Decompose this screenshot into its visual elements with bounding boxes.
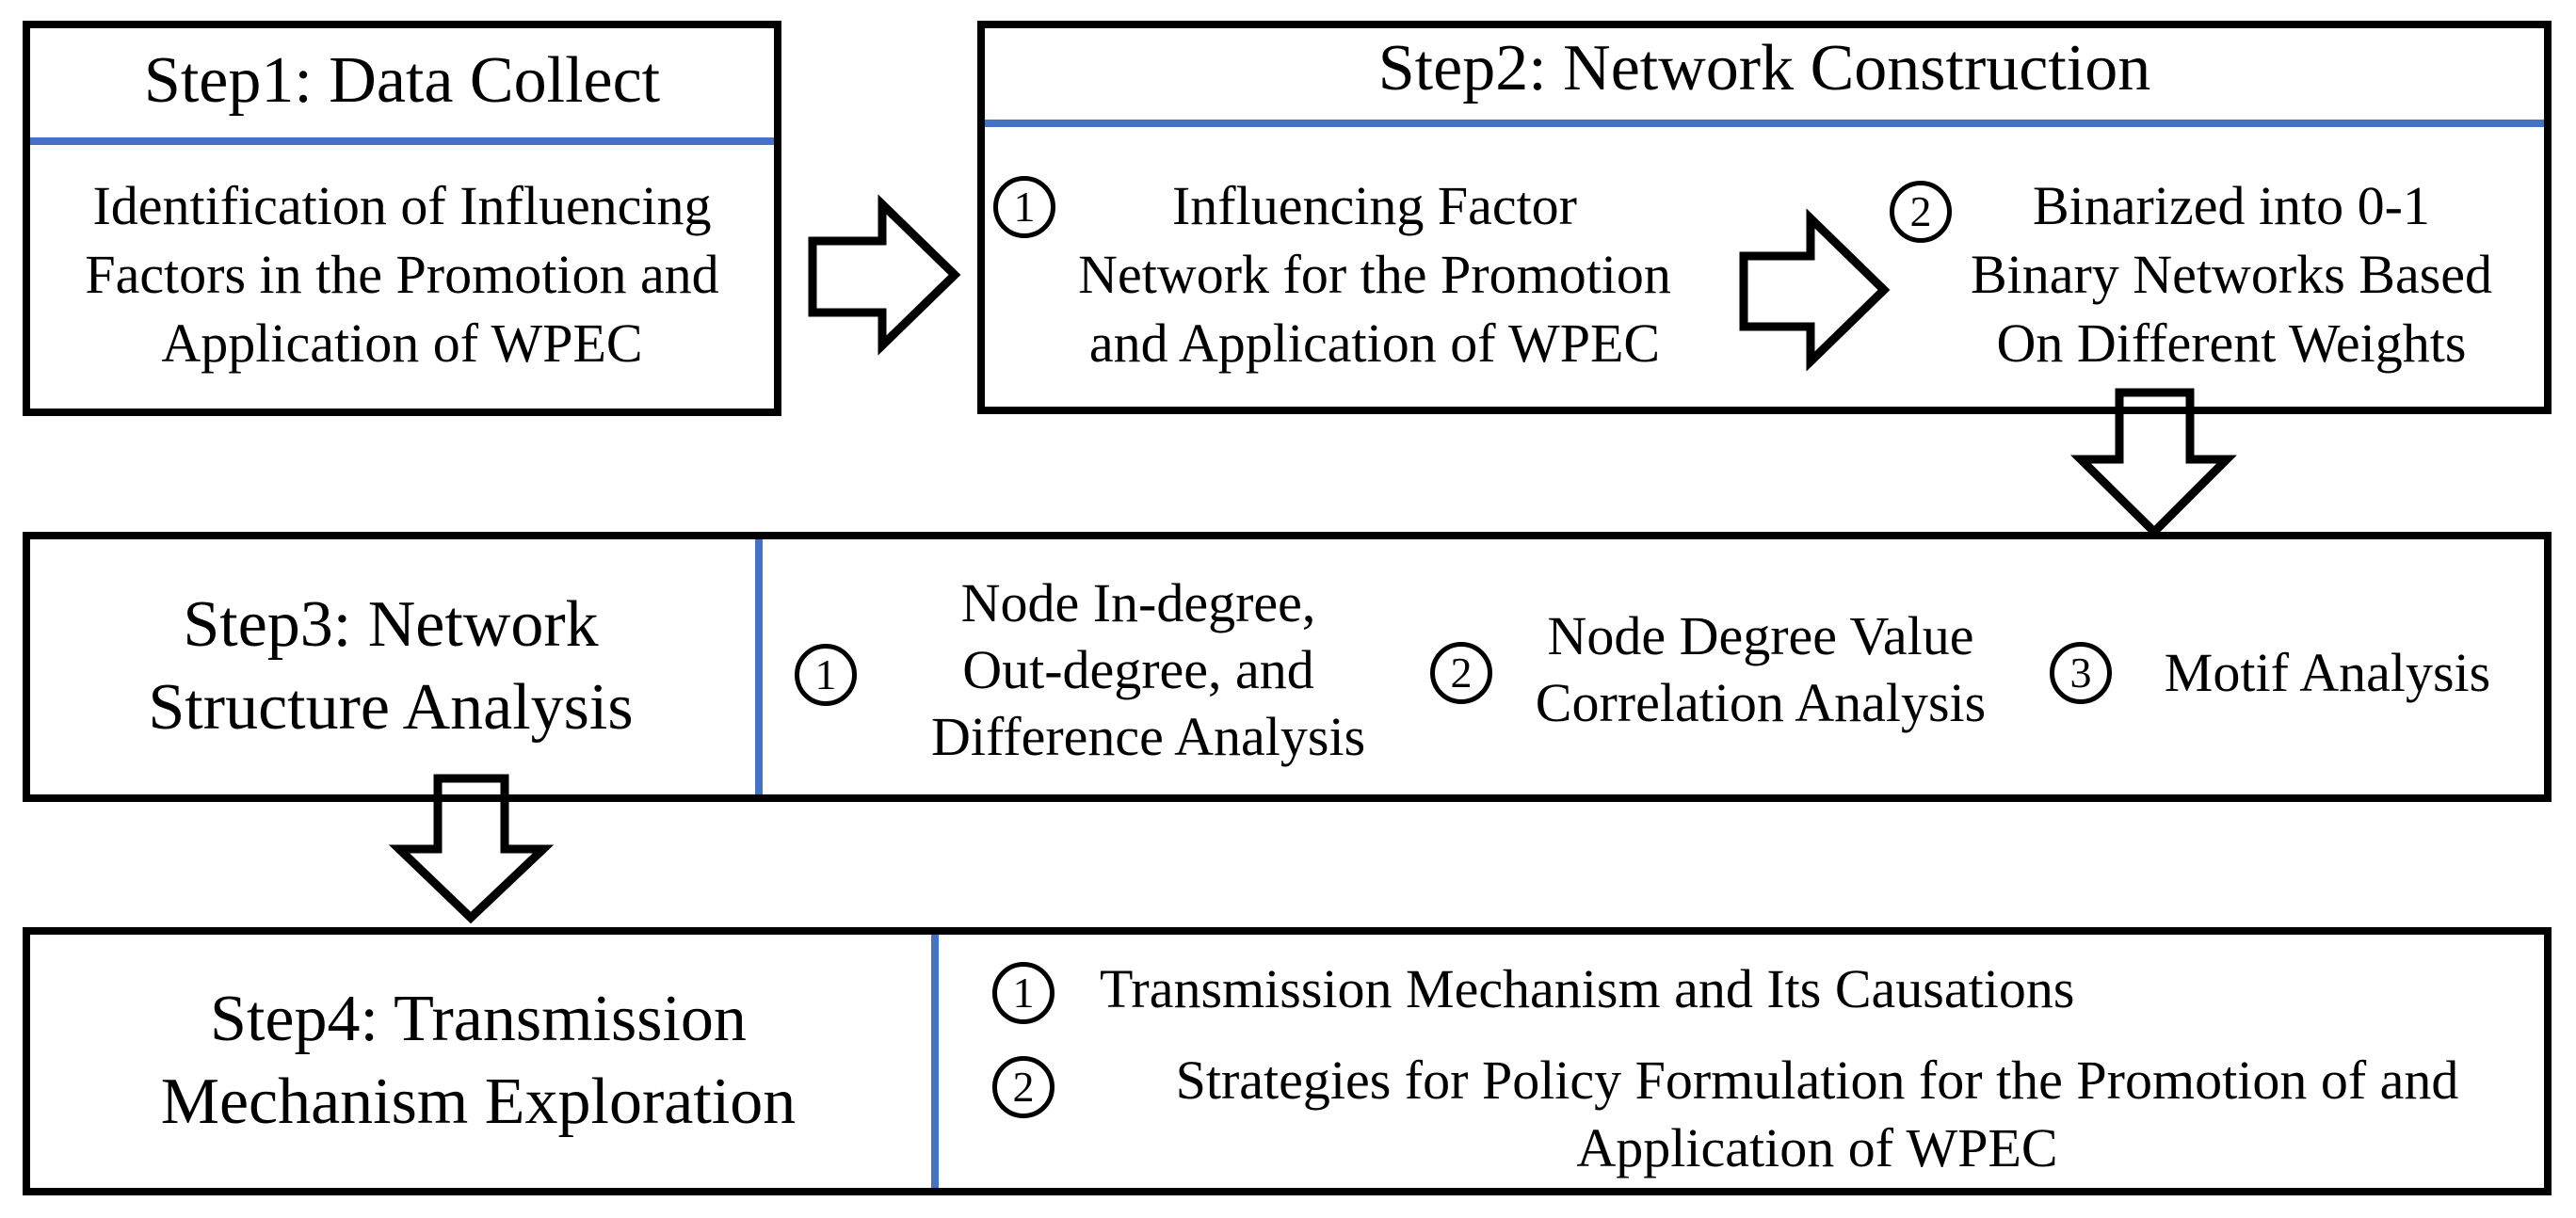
step2-title-underline [985,120,2544,127]
step3-item1-line: Difference Analysis [931,706,1366,767]
step3-item1-line: Node In-degree, [960,572,1316,633]
step3-divider [755,539,763,794]
step3-item2-line: Node Degree Value [1547,605,1974,666]
step4-divider [931,935,939,1188]
circled-number-2-icon: 2 [1890,181,1952,243]
arrow-right-step1-to-step2-icon [808,194,961,356]
step2-item1-line: Network for the Promotion [1078,244,1671,305]
step3-title-line: Step3: Network [183,588,599,661]
step2-item2-line: Binarized into 0-1 [2032,175,2430,236]
step3-box [23,532,2552,802]
step1-title-underline [30,137,774,145]
step4-item1-text: Transmission Mechanism and Its Causation… [1100,955,2535,1023]
circled-number-3-icon: 3 [2050,642,2112,704]
step1-box [23,21,781,416]
circled-number-1-icon: 1 [993,176,1055,238]
step2-item1-line: Influencing Factor [1171,175,1577,236]
step2-item2-line: On Different Weights [1996,313,2467,374]
step4-item2-line: Application of WPEC [1576,1117,2058,1178]
step3-item2-line: Correlation Analysis [1535,672,1987,733]
circled-number-2-icon: 2 [1430,642,1492,704]
step1-body-line: Factors in the Promotion and [85,244,719,305]
circled-number-1-icon: 1 [992,962,1055,1024]
step3-item1-line: Out-degree, and [962,639,1314,700]
step3-item3-text: Motif Analysis [2139,639,2516,706]
step3-item2-text: Node Degree Value Correlation Analysis [1525,602,1996,736]
step4-title: Step4: Transmission Mechanism Exploratio… [55,978,902,1144]
step3-title-line: Structure Analysis [148,671,634,744]
step4-title-line: Step4: Transmission [210,983,747,1055]
step2-title: Step2: Network Construction [1377,32,2151,104]
step4-box [23,927,2552,1195]
circled-number-1-icon: 1 [795,644,857,706]
step4-item2-text: Strategies for Policy Formulation for th… [1100,1047,2535,1182]
step3-title: Step3: Network Structure Analysis [55,584,727,749]
step2-item2-line: Binary Networks Based [1970,244,2493,305]
step1-body-line: Application of WPEC [161,313,643,374]
step3-item3-line: Motif Analysis [2164,642,2491,703]
step2-item1-line: and Application of WPEC [1088,313,1661,374]
circled-number-2-icon: 2 [992,1056,1055,1118]
step4-item2-line: Strategies for Policy Formulation for th… [1175,1050,2459,1111]
step2-item2-text: Binarized into 0-1 Binary Networks Based… [1958,171,2504,377]
step1-title: Step1: Data Collect [143,44,661,117]
step1-body-line: Identification of Influencing [92,175,712,236]
step4-item1-line: Transmission Mechanism and Its Causation… [1100,958,2075,1019]
step4-title-line: Mechanism Exploration [160,1066,797,1138]
step2-item1-text: Influencing Factor Network for the Promo… [1055,171,1695,377]
step3-item1-text: Node In-degree, Out-degree, and Differen… [931,569,1366,770]
step1-body: Identification of Influencing Factors in… [30,171,774,377]
step2-box [977,21,2552,414]
